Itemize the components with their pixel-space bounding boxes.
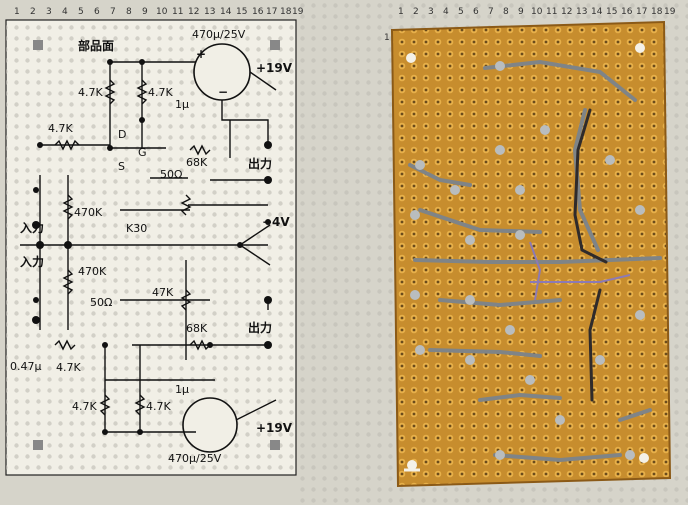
grid-num: 6 [473,7,479,17]
output-label-a: 出力 [248,156,272,171]
grid-num: 2 [30,7,36,17]
input-label-b: 入力 [20,254,44,269]
grid-num: 15 [236,7,247,17]
input-label-a: 入力 [20,220,44,235]
res-label-6: 4.7K [146,400,171,413]
grid-num: 12 [561,7,572,17]
grid-num: 19 [664,7,676,17]
grid-num: 6 [94,7,100,17]
res-label-47k: 47K [152,286,174,299]
cap-top-label: 470μ/25V [192,28,246,41]
grid-num: 18 [280,7,292,17]
res-label-68k-a: 68K [186,156,208,169]
res-label-3: 4.7K [48,122,73,135]
grid-num: 11 [172,7,183,17]
grid-num: 8 [126,7,132,17]
grid-num: 1 [398,7,404,17]
grid-num: 19 [292,7,304,17]
supply-pos-bottom: +19V [256,421,293,435]
plus-sign: + [196,47,206,61]
grid-num: 13 [576,7,587,17]
res-label-1: 4.7K [78,86,103,99]
grid-num: 17 [266,7,277,17]
grid-num: 1 [14,7,20,17]
cap-1u-a: 1μ [175,98,189,111]
grid-num: 16 [252,7,264,17]
pin-g: G [138,146,147,159]
res-label-2: 4.7K [148,86,173,99]
grid-num: 15 [606,7,617,17]
res-label-4: 4.7K [56,361,81,374]
res-label-5: 4.7K [72,400,97,413]
grid-num: 3 [428,7,434,17]
supply-neg: −4V [262,215,290,229]
res-label-470k-a: 470K [74,206,103,219]
grid-num: 3 [46,7,52,17]
grid-num: 13 [204,7,215,17]
layout-title: 部品面 [78,38,114,53]
grid-num: 9 [518,7,524,17]
grid-num: 5 [78,7,84,17]
grid-num: 14 [591,7,603,17]
grid-num: 2 [413,7,419,17]
grid-num: 17 [636,7,647,17]
minus-sign: − [218,85,228,99]
grid-num: 5 [458,7,464,17]
grid-num: 18 [651,7,663,17]
supply-pos-top: +19V [256,61,293,75]
res-label-470k-b: 470K [78,265,107,278]
capacitor-bottom [182,397,238,453]
pot-label-b: 50Ω [90,296,112,309]
pot-label-a: 50Ω [160,168,182,181]
cap-047: 0.47μ [10,360,42,373]
grid-num: 4 [443,7,449,17]
grid-num: 10 [156,7,168,17]
grid-num: 7 [488,7,494,17]
pcb-solder-side: 1 [384,20,672,488]
res-label-68k-b: 68K [186,322,208,335]
grid-num: 9 [142,7,148,17]
cap-1u-b: 1μ [175,383,189,396]
grid-num: 12 [188,7,199,17]
pin-d: D [118,128,126,141]
grid-num: 14 [220,7,232,17]
fet-label: K30 [126,222,147,235]
grid-num: 7 [110,7,116,17]
pin-s: S [118,160,125,173]
grid-num: 16 [621,7,633,17]
grid-num: 4 [62,7,68,17]
grid-num: 10 [531,7,543,17]
grid-column-numbers: 1 2 3 4 5 6 7 8 9 10 11 12 13 14 15 16 1… [14,7,676,17]
grid-num: 8 [503,7,509,17]
cap-bottom-label: 470μ/25V [168,452,222,465]
component-layout-sheet: 部品面 470μ/25V +19V 470μ/25V +19V [5,19,297,476]
output-label-b: 出力 [248,320,272,335]
pcb-row-label: 1 [384,33,390,43]
grid-num: 11 [546,7,557,17]
